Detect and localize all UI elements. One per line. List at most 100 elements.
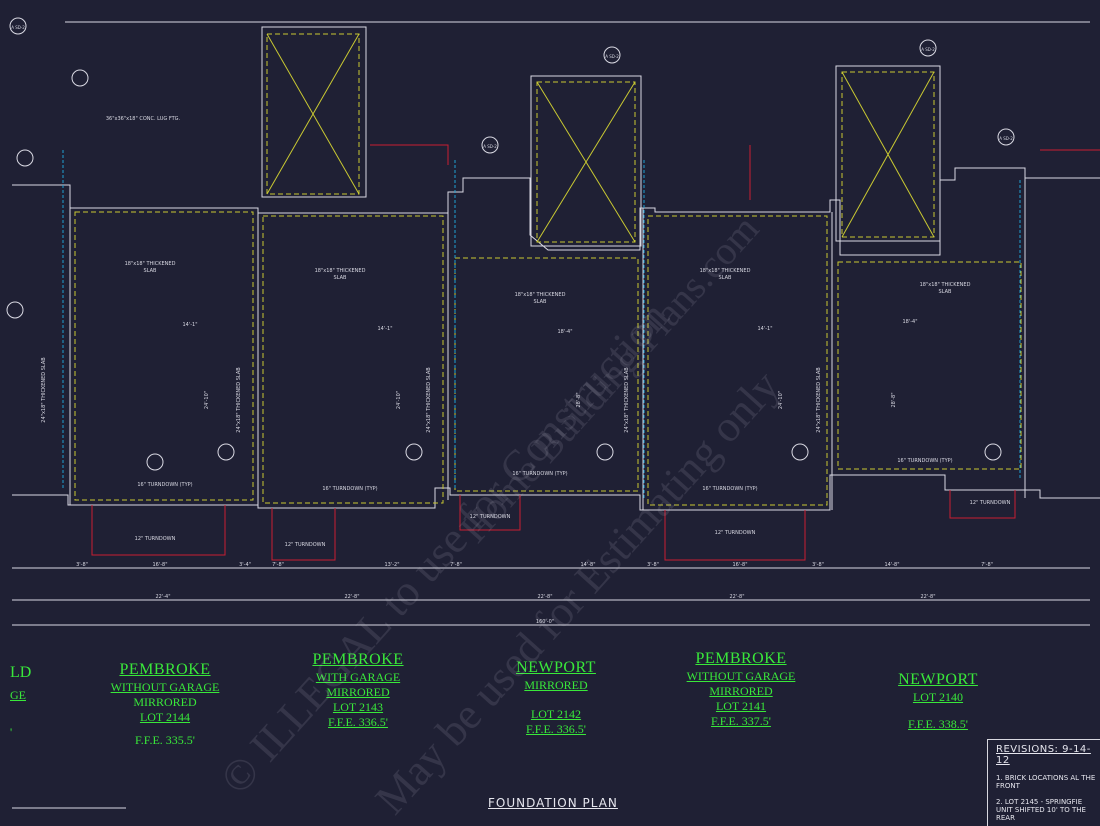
small-turndown-note: 12" TURNDOWN	[470, 514, 511, 520]
revisions-box: REVISIONS: 9-14-12 1. BRICK LOCATIONS AL…	[987, 739, 1100, 826]
sub-dimension: 14'-8"	[580, 562, 595, 568]
small-turndown-note: 12" TURNDOWN	[135, 536, 176, 542]
section-tag-marker	[919, 39, 937, 57]
inner-dimension: 14'-1"	[377, 326, 392, 332]
unit-name: PEMBROKE	[695, 650, 787, 667]
wall-note: 24"x18" THICKENED SLAB	[236, 367, 242, 433]
unit-line: LOT 2143	[332, 700, 384, 714]
slab-note: 18"x18" THICKENED	[315, 268, 366, 274]
section-tag-marker	[217, 443, 235, 461]
brick-ledge	[91, 505, 226, 556]
left-unit-label-fragment: LD GE '	[10, 664, 31, 740]
slab-note: SLAB	[939, 289, 952, 295]
overall-dimension: 160'-0"	[536, 619, 554, 625]
section-tag-text: A SD-2	[921, 47, 935, 52]
revision-item: 2. LOT 2145 - SPRINGFIE UNIT SHIFTED 10'…	[996, 798, 1086, 822]
unit-width-dimension: 22'-8"	[920, 594, 935, 600]
small-turndown-note: 12" TURNDOWN	[715, 530, 756, 536]
slab-note: 18"x18" THICKENED	[700, 268, 751, 274]
slab-note: 18"x18" THICKENED	[125, 261, 176, 267]
slab-outline	[262, 215, 444, 504]
slab-note: SLAB	[144, 268, 157, 274]
inner-dimension: 18'-4"	[902, 319, 917, 325]
foundation-outline-bottom	[12, 474, 1100, 511]
small-turndown-note: 12" TURNDOWN	[285, 542, 326, 548]
unit-line: MIRRORED	[326, 685, 390, 699]
wall-note: 24"x18" THICKENED SLAB	[41, 357, 47, 423]
porch-x-brace	[266, 33, 360, 195]
unit-width-dimension: 22'-8"	[729, 594, 744, 600]
depth-dimension: 28'-8"	[576, 392, 582, 407]
sub-dimension: 3'-8"	[647, 562, 659, 568]
section-tag-text: A SD-2	[11, 25, 25, 30]
depth-dimension: 24'-10"	[396, 391, 402, 409]
slab-note: 18"x18" THICKENED	[920, 282, 971, 288]
sub-dimension: 7'-8"	[981, 562, 993, 568]
unit-line: MIRRORED	[133, 695, 197, 709]
depth-dimension: 24'-10"	[778, 391, 784, 409]
porch-outline	[835, 65, 941, 242]
section-tag-marker	[596, 443, 614, 461]
turndown-note: 16" TURNDOWN (TYP)	[137, 482, 192, 488]
section-tag-text: A SD-2	[999, 136, 1013, 141]
foundation-outline	[12, 167, 1100, 256]
section-tag-text: A SD-2	[605, 54, 619, 59]
inner-dimension: 18'-4"	[557, 329, 572, 335]
unit-label-lot-2141: PEMBROKE WITHOUT GARAGE MIRRORED LOT 214…	[671, 649, 811, 729]
unit-line: F.F.E. 335.5'	[135, 733, 195, 747]
sub-dimension: 13'-2"	[384, 562, 399, 568]
unit-width-dimension: 22'-8"	[537, 594, 552, 600]
small-turndown-note: 12" TURNDOWN	[970, 500, 1011, 506]
unit-line: LOT 2142	[530, 707, 582, 721]
depth-dimension: 28'-8"	[891, 392, 897, 407]
unit-line: WITHOUT GARAGE	[686, 669, 796, 683]
slab-outline	[74, 211, 254, 501]
unit-width-dimension: 22'-8"	[344, 594, 359, 600]
left-fragment-line2: '	[10, 725, 13, 739]
slab-note: 18"x18" THICKENED	[515, 292, 566, 298]
slab-outline	[647, 215, 828, 506]
sub-dimension: 3'-8"	[76, 562, 88, 568]
unit-line: F.F.E. 337.5'	[711, 714, 771, 728]
brick-ledge	[949, 490, 1016, 519]
section-tag-marker	[6, 301, 24, 319]
drawing-title: FOUNDATION PLAN	[488, 796, 618, 810]
unit-name: NEWPORT	[516, 659, 596, 676]
unit-line: MIRRORED	[524, 678, 588, 692]
inner-dimension: 14'-1"	[182, 322, 197, 328]
sub-dimension: 14'-8"	[884, 562, 899, 568]
turndown-note: 16" TURNDOWN (TYP)	[322, 486, 377, 492]
section-tag-marker	[405, 443, 423, 461]
wall-note: 24"x18" THICKENED SLAB	[624, 367, 630, 433]
section-tag-marker	[603, 46, 621, 64]
depth-dimension: 24'-10"	[204, 391, 210, 409]
unit-line: F.F.E. 336.5'	[328, 715, 388, 729]
section-tag-marker	[481, 136, 499, 154]
slab-outline	[837, 261, 1022, 470]
porch-x-brace	[536, 81, 636, 243]
unit-width-dimension: 22'-4"	[155, 594, 170, 600]
footing-note: 36"x36"x18" CONC. LUG FTG.	[106, 116, 181, 122]
sub-dimension: 7'-8"	[450, 562, 462, 568]
wall-note: 24"x18" THICKENED SLAB	[426, 367, 432, 433]
unit-label-lot-2144: PEMBROKE WITHOUT GARAGE MIRRORED LOT 214…	[95, 660, 235, 748]
porch-x-brace	[841, 71, 935, 238]
slab-outline	[454, 257, 639, 492]
turndown-note: 16" TURNDOWN (TYP)	[897, 458, 952, 464]
slab-note: SLAB	[334, 275, 347, 281]
section-tag-marker	[791, 443, 809, 461]
brick-ledge	[271, 508, 336, 561]
slab-note: SLAB	[719, 275, 732, 281]
slab-note: SLAB	[534, 299, 547, 305]
sub-dimension: 16'-8"	[152, 562, 167, 568]
section-tag-marker	[146, 453, 164, 471]
unit-label-lot-2143: PEMBROKE WITH GARAGE MIRRORED LOT 2143 F…	[288, 650, 428, 730]
section-tag-marker	[984, 443, 1002, 461]
sub-dimension: 16'-8"	[732, 562, 747, 568]
unit-line: F.F.E. 338.5'	[908, 717, 968, 731]
sub-dimension: 7'-8"	[272, 562, 284, 568]
section-tag-text: A SD-2	[483, 144, 497, 149]
unit-line: LOT 2141	[715, 699, 767, 713]
wall-note: 24"x18" THICKENED SLAB	[816, 367, 822, 433]
